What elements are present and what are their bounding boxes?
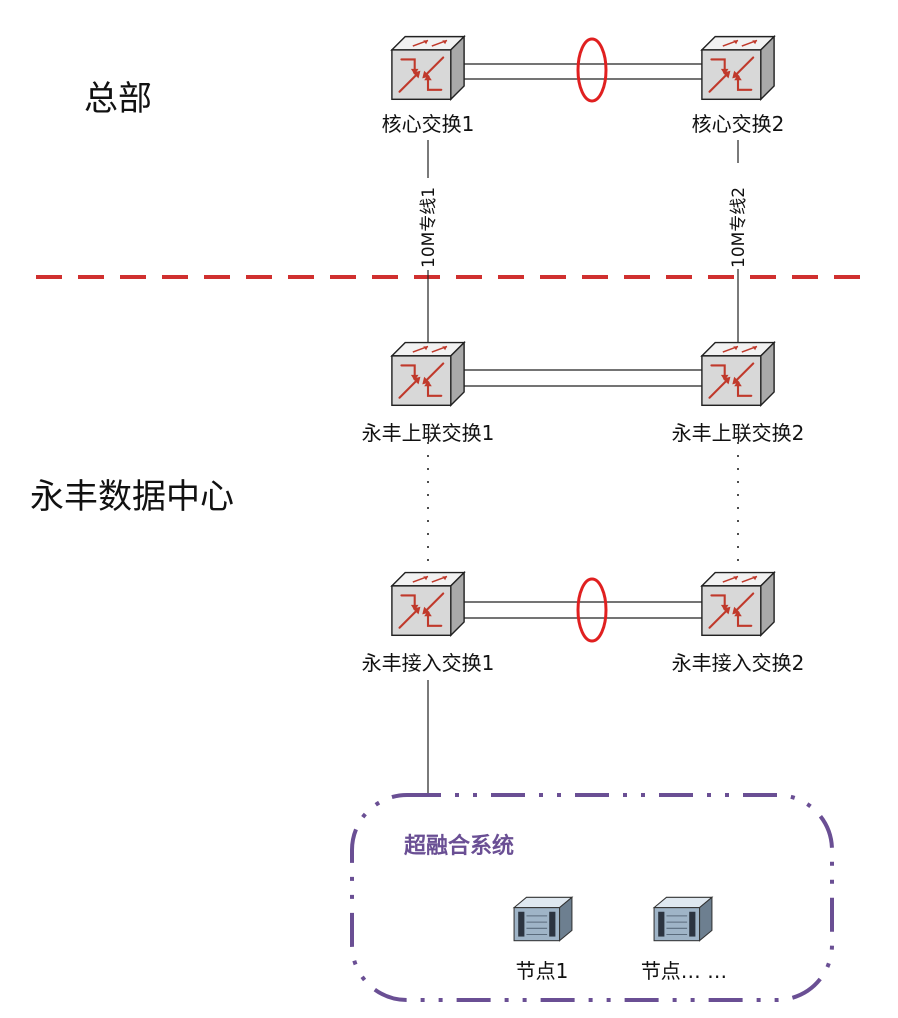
core-switch-2-label: 核心交换2 xyxy=(692,112,785,136)
region-label-datacenter: 永丰数据中心 xyxy=(30,477,234,517)
access-switch-2-icon xyxy=(700,571,776,637)
access-switch-1-icon xyxy=(390,571,466,637)
cluster-node-1-server-icon xyxy=(513,896,573,942)
uplink-switch-2-label: 永丰上联交换2 xyxy=(672,421,805,445)
uplink-switch-1-label: 永丰上联交换1 xyxy=(362,421,495,445)
leased-line-2-label-bg xyxy=(727,163,749,269)
uplink-interconnect-link xyxy=(458,369,706,387)
cluster-node-more-server-icon xyxy=(653,896,713,942)
leased-line-1-label-bg xyxy=(417,178,439,270)
core-switch-1-label: 核心交换1 xyxy=(382,112,475,136)
cluster-boundary xyxy=(350,793,834,1002)
cluster-node-more-label: 节点… … xyxy=(641,959,727,983)
core-switch-1-icon xyxy=(390,35,466,101)
leased-line-2-label: 10M专线2 xyxy=(729,187,749,268)
access-switch-1-label: 永丰接入交换1 xyxy=(362,651,495,675)
access-switch-2-label: 永丰接入交换2 xyxy=(672,651,805,675)
core-interconnect-link xyxy=(458,63,706,80)
leased-line-1-label: 10M专线1 xyxy=(419,187,439,268)
cluster-title: 超融合系统 xyxy=(404,833,514,859)
uplink-switch-1-icon xyxy=(390,341,466,407)
access-link-aggregation-ring xyxy=(576,577,608,643)
core-link-aggregation-ring xyxy=(576,37,608,103)
core-switch-2-icon xyxy=(700,35,776,101)
uplink-switch-2-icon xyxy=(700,341,776,407)
access-interconnect-link xyxy=(458,601,706,619)
region-label-headquarters: 总部 xyxy=(84,79,152,119)
cluster-node-1-label: 节点1 xyxy=(516,959,569,983)
